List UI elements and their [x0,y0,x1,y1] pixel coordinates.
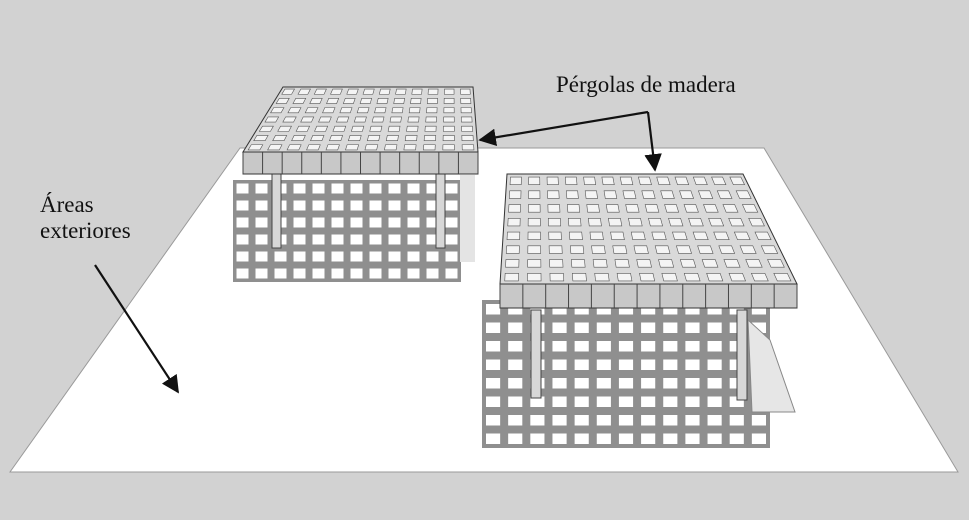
outdoor-areas-label-line1: Áreas [40,192,94,217]
outdoor-areas-label-line2: exteriores [40,218,131,243]
pergolas-label: Pérgolas de madera [556,72,736,97]
arrow-to-left-pergola [478,110,649,147]
arrow-to-right-pergola [644,111,662,172]
left-pergola-shadow [233,180,461,282]
label-arrows [94,110,662,394]
right-pergola-shadow [482,300,770,448]
outdoor-areas-label: Áreas exteriores [40,192,131,244]
left-pergola-roof [242,86,479,175]
arrow-to-ground [94,264,179,394]
right-shade-panel [747,318,796,413]
right-pergola-roof [499,173,798,309]
left-shade-panel [460,175,475,262]
right-pergola-posts [530,309,748,401]
